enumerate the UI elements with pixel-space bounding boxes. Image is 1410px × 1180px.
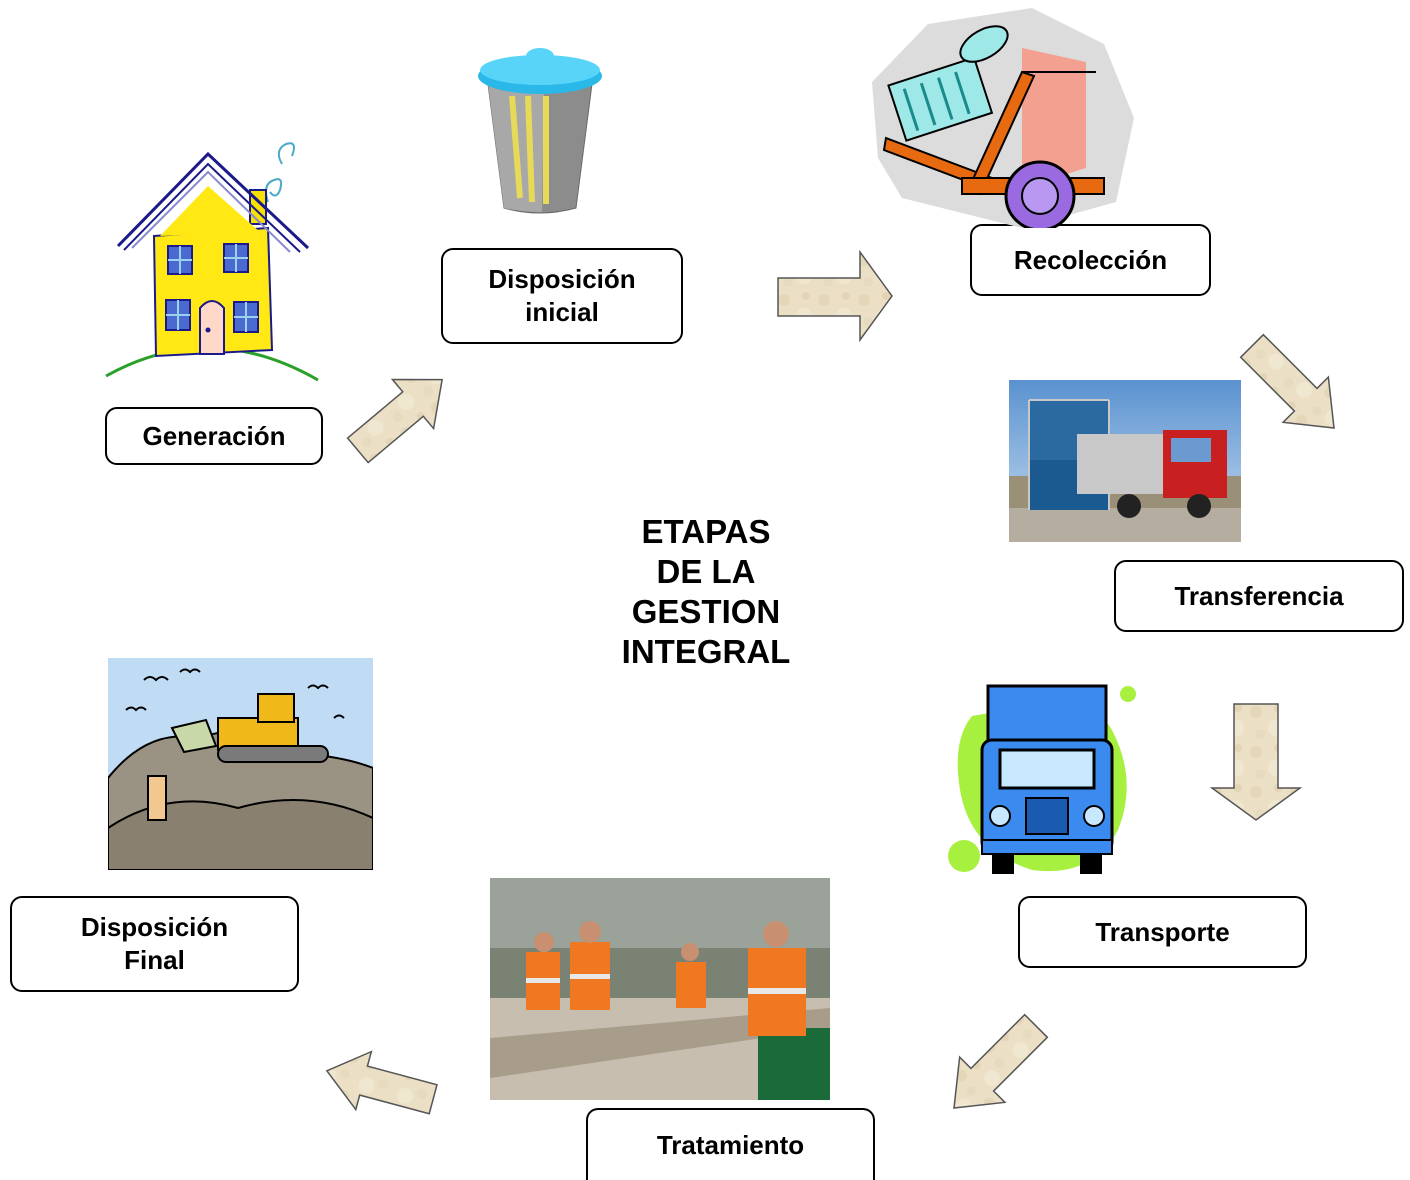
stage-label: Final	[124, 945, 185, 975]
arrow-recoleccion-to-transferencia-icon	[1239, 333, 1335, 429]
title-line: GESTION	[631, 593, 781, 630]
stage-disposicion-inicial: Disposición inicial	[441, 248, 683, 344]
truck-icon	[948, 684, 1136, 874]
stage-recoleccion: Recolección	[970, 224, 1211, 296]
house-icon	[105, 142, 319, 382]
stage-label: Disposición	[80, 912, 229, 942]
diagram-title: ETAPAS DE LA GESTION INTEGRAL	[586, 512, 826, 672]
stage-label: Disposición	[488, 264, 636, 294]
sorting-workers-photo	[490, 878, 830, 1100]
title-line: DE LA	[656, 553, 756, 590]
stage-label: Transporte	[1095, 916, 1230, 947]
arrow-disposicion-to-recoleccion-icon	[777, 250, 893, 342]
garbage-collector-icon	[872, 8, 1134, 228]
stage-label: Recolección	[1013, 244, 1168, 275]
arrow-tratamiento-to-disposicion-final-icon	[325, 1050, 438, 1115]
title-line: ETAPAS	[641, 513, 771, 550]
arrow-transferencia-to-transporte-icon	[1209, 703, 1303, 821]
landfill-bulldozer-icon	[108, 658, 373, 870]
stage-label: Transferencia	[1174, 580, 1344, 611]
stage-transporte: Transporte	[1018, 896, 1307, 968]
trash-can-icon	[478, 48, 602, 214]
stage-label: Tratamiento	[656, 1129, 805, 1160]
title-line: INTEGRAL	[621, 633, 791, 670]
stage-generacion: Generación	[105, 407, 323, 465]
arrow-generacion-to-disposicion-icon	[346, 378, 444, 464]
transfer-station-photo	[1009, 380, 1241, 542]
arrow-transporte-to-tratamiento-icon	[953, 1013, 1049, 1109]
stage-disposicion-final: Disposición Final	[10, 896, 299, 992]
stage-label: inicial	[525, 297, 599, 327]
stage-tratamiento: Tratamiento	[586, 1108, 875, 1180]
stage-label: Generación	[142, 420, 286, 451]
stage-transferencia: Transferencia	[1114, 560, 1404, 632]
